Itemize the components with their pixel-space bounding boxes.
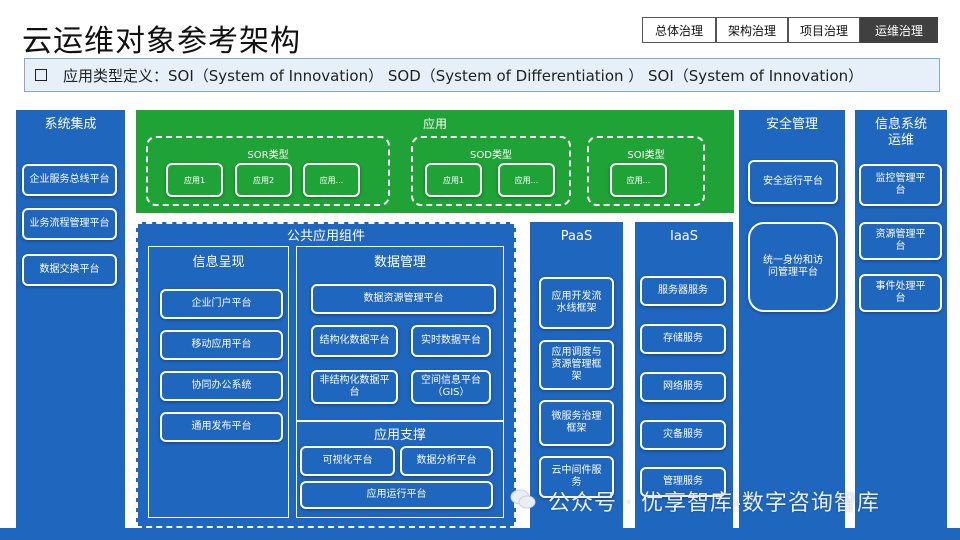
dev-pipeline-button[interactable]: 应用开发流水线框架 — [539, 277, 614, 329]
tab-overall-governance[interactable]: 总体治理 — [642, 17, 716, 43]
soi-group — [587, 136, 705, 206]
cloud-middleware-button[interactable]: 云中间件服务 — [539, 456, 614, 498]
soi-group-title: SOI类型 — [627, 150, 665, 161]
structured-data-button[interactable]: 结构化数据平台 — [311, 325, 398, 357]
info-presentation-title: 信息呈现 — [192, 255, 245, 270]
sod-app-1-button[interactable]: 应用1 — [425, 163, 482, 197]
app-support-title: 应用支撑 — [373, 428, 426, 443]
microservice-governance-button[interactable]: 微服务治理框架 — [539, 400, 614, 446]
identity-access-button[interactable]: 统一身份和访问管理平台 — [748, 222, 838, 312]
tab-project-governance[interactable]: 项目治理 — [788, 17, 860, 43]
common-components-title: 公共应用组件 — [286, 229, 365, 244]
unstructured-data-button[interactable]: 非结构化数据平台 — [311, 370, 398, 404]
sod-group-title: SOD类型 — [470, 150, 512, 161]
sor-app-2-button[interactable]: 应用2 — [235, 163, 292, 197]
data-resource-mgmt-button[interactable]: 数据资源管理平台 — [311, 284, 496, 314]
bottom-bar — [0, 528, 960, 540]
business-process-button[interactable]: 业务流程管理平台 — [22, 208, 117, 240]
data-management-panel — [296, 246, 504, 421]
monitoring-button[interactable]: 监控管理平台 — [859, 164, 942, 206]
sor-app-more-button[interactable]: 应用... — [303, 163, 360, 197]
tab-operations-governance[interactable]: 运维治理 — [860, 17, 938, 43]
network-service-button[interactable]: 网络服务 — [640, 372, 726, 402]
sor-group-title: SOR类型 — [247, 150, 289, 161]
soi-app-more-button[interactable]: 应用... — [610, 163, 667, 197]
definition-text: 应用类型定义：SOI（System of Innovation） SOD（Sys… — [63, 66, 864, 85]
sor-group — [146, 136, 390, 206]
security-title: 安全管理 — [765, 117, 818, 132]
iaas-title: IaaS — [669, 229, 699, 244]
enterprise-portal-button[interactable]: 企业门户平台 — [160, 289, 283, 319]
management-service-button[interactable]: 管理服务 — [640, 467, 726, 497]
scheduling-framework-button[interactable]: 应用调度与资源管理框架 — [539, 340, 614, 390]
collaboration-system-button[interactable]: 协同办公系统 — [160, 371, 283, 401]
resource-mgmt-button[interactable]: 资源管理平台 — [859, 222, 942, 260]
data-analysis-platform-button[interactable]: 数据分析平台 — [400, 446, 493, 476]
definition-box: 应用类型定义：SOI（System of Innovation） SOD（Sys… — [24, 58, 940, 92]
app-runtime-platform-button[interactable]: 应用运行平台 — [300, 481, 493, 509]
app-support-panel — [296, 421, 504, 518]
security-operation-button[interactable]: 安全运行平台 — [748, 160, 838, 204]
sor-app-1-button[interactable]: 应用1 — [166, 163, 223, 197]
server-service-button[interactable]: 服务器服务 — [640, 276, 726, 306]
gis-platform-button[interactable]: 空间信息平台（GIS） — [411, 370, 491, 404]
realtime-data-button[interactable]: 实时数据平台 — [411, 325, 491, 357]
data-exchange-button[interactable]: 数据交换平台 — [22, 254, 117, 286]
storage-service-button[interactable]: 存储服务 — [640, 324, 726, 354]
sod-group — [411, 136, 571, 206]
mobile-app-platform-button[interactable]: 移动应用平台 — [160, 330, 283, 360]
disaster-recovery-button[interactable]: 灾备服务 — [640, 420, 726, 450]
sod-app-more-button[interactable]: 应用... — [498, 163, 555, 197]
system-integration-title: 系统集成 — [44, 117, 97, 132]
it-ops-title: 信息系统运维 — [874, 117, 927, 148]
enterprise-service-bus-button[interactable]: 企业服务总线平台 — [22, 164, 117, 196]
tab-architecture-governance[interactable]: 架构治理 — [716, 17, 788, 43]
page-title: 云运维对象参考架构 — [22, 24, 301, 59]
watermark-text: 公众号 · 优享智库-数字咨询智库 — [548, 491, 880, 516]
event-handling-button[interactable]: 事件处理平台 — [859, 274, 942, 312]
visualization-platform-button[interactable]: 可视化平台 — [300, 446, 395, 476]
wechat-icon — [510, 489, 536, 509]
publishing-platform-button[interactable]: 通用发布平台 — [160, 412, 283, 442]
info-presentation-panel — [148, 246, 289, 518]
common-components-border — [136, 222, 516, 528]
data-management-title: 数据管理 — [373, 255, 426, 270]
paas-title: PaaS — [560, 229, 593, 244]
application-title: 应用 — [422, 117, 447, 131]
checkbox-icon — [35, 69, 47, 81]
